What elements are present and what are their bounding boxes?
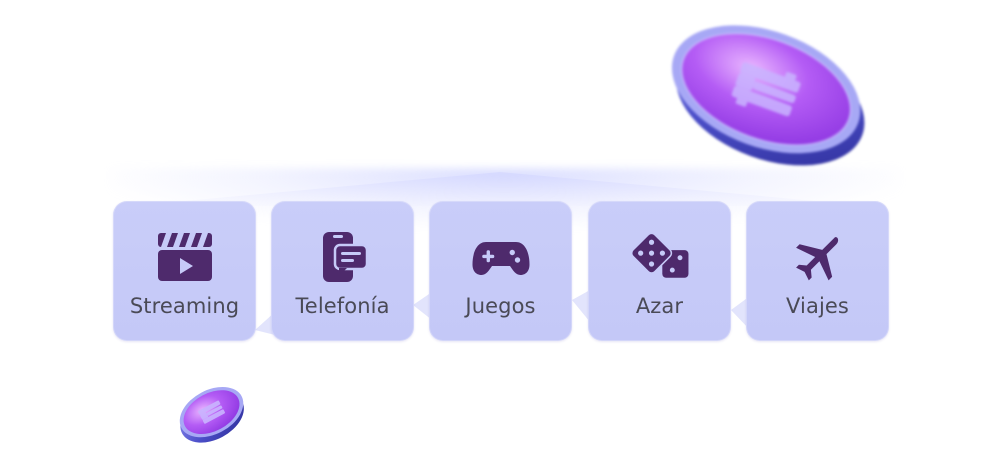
category-label: Juegos [465,294,536,318]
gamepad-icon [471,229,531,285]
category-tile-juegos[interactable]: Juegos [429,201,572,341]
category-tile-telefonia[interactable]: Telefonía [271,201,414,341]
phone-chat-icon [313,229,373,285]
category-label: Streaming [129,294,240,318]
coin-large-icon [662,10,874,170]
category-tile-viajes[interactable]: Viajes [746,201,889,341]
category-tile-azar[interactable]: Azar [588,201,731,341]
category-label: Viajes [786,294,849,318]
clapperboard-icon [155,229,215,285]
airplane-icon [788,229,848,285]
category-label: Azar [635,294,684,318]
coin-small-icon [172,380,252,446]
category-label: Telefonía [295,294,390,318]
category-tile-streaming[interactable]: Streaming [113,201,256,341]
dice-icon [630,229,690,285]
